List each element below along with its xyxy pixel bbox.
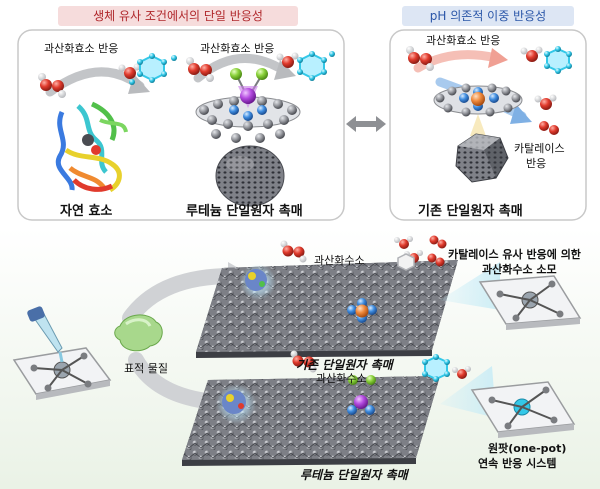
water-molecule-icon (534, 94, 557, 110)
catalase-label-line2: 반응 (526, 157, 547, 170)
lower-right-chip (470, 381, 576, 438)
product-molecule-icon (297, 51, 335, 81)
h2o2-label-lower: 과산화수소 (316, 372, 367, 385)
water-molecule-icon (520, 46, 543, 62)
consumption-line1: 카탈레이스 유사 반응에 의한 (448, 248, 581, 261)
consumption-line2: 과산화수소 소모 (482, 263, 557, 276)
h2o2-label-upper: 과산화수소 (314, 254, 365, 267)
h2o2-molecule-icon (290, 350, 317, 373)
ru-single-atom (230, 68, 268, 108)
water-molecule-icon (118, 63, 141, 79)
h2o2-molecule-icon (38, 73, 66, 98)
conventional-sac-caption: 기존 단일원자 촉매 (418, 204, 523, 219)
left-section-header: 생체 유사 조건에서의 단일 반응성 (58, 6, 298, 26)
upper-light-beam (440, 262, 500, 310)
target-nanoparticle-upper (240, 264, 276, 300)
onepot-line1: 원팟(one-pot) (488, 442, 567, 455)
water-molecule-icon (452, 366, 471, 379)
ru-catalyst-surface (195, 96, 301, 143)
dropper-icon (27, 306, 64, 363)
ru-sac-caption: 루테늄 단일원자 촉매 (186, 204, 303, 219)
left-microfluidic-chip (12, 347, 112, 400)
target-substance-label: 표적 물질 (124, 362, 168, 375)
h2o2-molecule-icon (406, 46, 434, 71)
water-molecule-icon (276, 52, 299, 68)
natural-enzyme-caption: 자연 효소 (60, 204, 113, 219)
natural-enzyme-structure (55, 101, 128, 193)
ruthenium-graphene-sheet (182, 376, 440, 466)
h2o2-molecule-icon (280, 240, 307, 263)
ru-support-particle (215, 145, 285, 207)
catalase-products-icon (394, 235, 447, 267)
peroxidase-reaction-label: 과산화효소 반응 (426, 34, 501, 47)
onepot-line2: 연속 반응 시스템 (478, 457, 557, 470)
double-arrow-icon (346, 116, 386, 132)
upper-right-chip (478, 275, 582, 330)
ru-reaction-label: 과산화효소 반응 (200, 42, 275, 55)
right-section-header: pH 의존적 이중 반응성 (402, 6, 574, 26)
product-molecule-icon (544, 46, 572, 74)
target-substance-blob (114, 314, 163, 352)
conventional-support-particle (455, 114, 509, 183)
target-nanoparticle-lower (216, 384, 256, 424)
product-molecule-icon (422, 354, 450, 382)
catalase-label-line1: 카탈레이스 (514, 142, 565, 155)
conventional-graphene-sheet (196, 260, 458, 358)
h2o2-molecule-icon (186, 57, 214, 82)
right-panel-frame (389, 29, 587, 221)
ruthenium-active-site (347, 375, 376, 415)
conventional-sac-bottom-caption: 기존 단일원자 촉매 (296, 358, 393, 372)
product-molecule-icon (129, 53, 177, 85)
gray-molecule-icon (397, 253, 415, 271)
oxygen-molecule-icon (539, 121, 559, 135)
ruthenium-sac-bottom-caption: 루테늄 단일원자 촉매 (300, 468, 408, 482)
enzyme-reaction-label: 과산화효소 반응 (44, 42, 119, 55)
conventional-active-site (347, 298, 377, 323)
